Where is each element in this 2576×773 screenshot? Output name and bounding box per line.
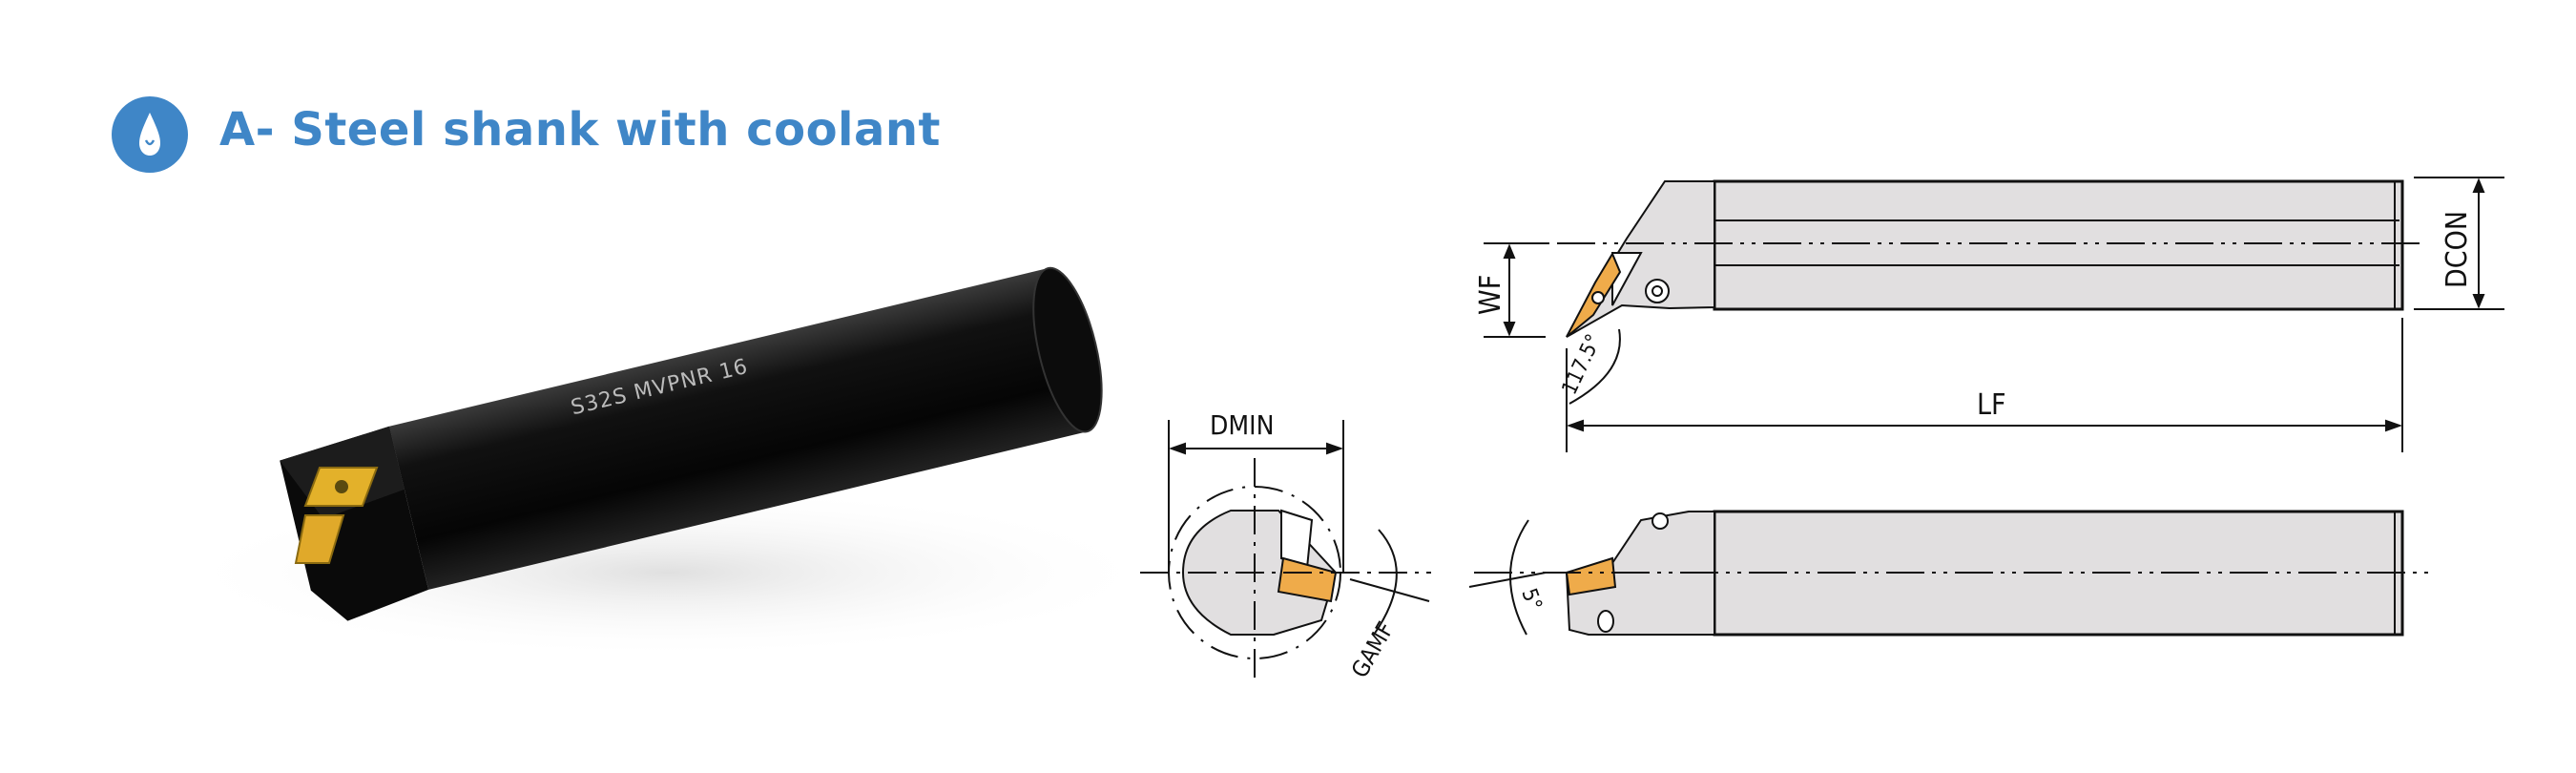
dcon-label: DCON bbox=[2441, 211, 2474, 288]
lf-label: LF bbox=[1977, 388, 2006, 422]
wf-label: WF bbox=[1474, 275, 1507, 315]
top-view-drawing bbox=[1484, 177, 2504, 452]
dmin-label: DMIN bbox=[1210, 409, 1274, 441]
boring-bar-photo: S32S MVPNR 16 bbox=[172, 266, 1164, 658]
top-view-labels: WF DCON LF 117.5° bbox=[1474, 211, 2474, 422]
gamf-label: GAMF bbox=[1346, 617, 1400, 682]
section-title: A- Steel shank with coolant bbox=[219, 103, 941, 157]
side-view-drawing bbox=[1468, 510, 2433, 637]
insert-icon bbox=[294, 467, 379, 564]
end-view-drawing bbox=[1140, 420, 1431, 685]
angle-117-label: 117.5° bbox=[1558, 331, 1607, 399]
angle-5-label: 5° bbox=[1516, 586, 1546, 615]
water-drop-icon bbox=[112, 96, 188, 173]
